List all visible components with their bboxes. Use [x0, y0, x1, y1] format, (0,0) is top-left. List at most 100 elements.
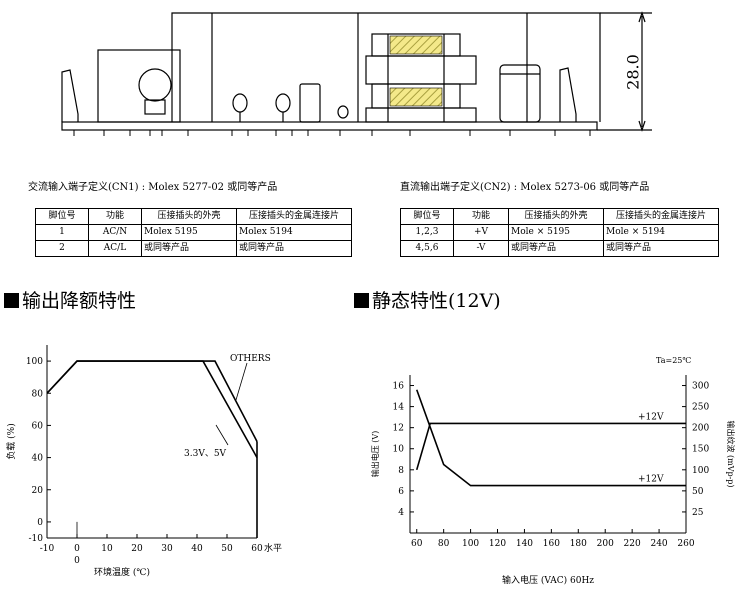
table-cell: 1,2,3 [400, 224, 454, 241]
cn1-header-function: 功能 [88, 208, 142, 225]
x-tick-label: 40 [191, 544, 203, 554]
y-right-tick-label: 300 [692, 382, 709, 392]
y-axis-title: 负载 (%) [5, 423, 17, 459]
y-right-tick-label: 50 [692, 487, 704, 497]
section-static-heading: 静态特性(12V) [354, 292, 501, 311]
table-cell: Molex 5194 [236, 224, 352, 241]
y-tick-label: 20 [32, 486, 44, 496]
cn2-header-housing: 压接插头的外壳 [508, 208, 604, 225]
x-tick-label: 240 [650, 539, 667, 549]
x-zero-label: 0 [74, 556, 80, 566]
annotation-3v3-5v: 3.3V、5V [184, 449, 227, 459]
y-axis-title: 输出电压 (V) [370, 431, 380, 478]
x-tick-label: 60 [411, 539, 423, 549]
table-cell: 4,5,6 [400, 240, 454, 257]
table-cell: AC/L [88, 240, 142, 257]
table-cell: 2 [35, 240, 89, 257]
y-right-tick-label: 200 [692, 424, 709, 434]
cn2-caption: 直流输出端子定义(CN2) : Molex 5273-06 或同等产品 [400, 182, 650, 193]
table-cell: 或同等产品 [236, 240, 352, 257]
y-axis-right-title: 输出纹波 (mVp-p) [726, 420, 736, 487]
y-right-tick-label: 25 [692, 508, 704, 518]
y-tick-label: 100 [26, 357, 43, 367]
x-tick-label: 30 [161, 544, 173, 554]
series-line-2 [415, 389, 686, 487]
table-cell: -V [453, 240, 509, 257]
series-label-bottom: +12V [638, 475, 664, 485]
y-tick-label: 0 [37, 518, 43, 528]
annotation-leader [215, 424, 229, 446]
x-tick-label: 180 [570, 539, 587, 549]
y-tick-label: 80 [32, 389, 44, 399]
y-right-tick-label: 250 [692, 403, 709, 413]
cn2-table: 脚位号 功能 压接插头的外壳 压接插头的金属连接片 1,2,3 +V Mole … [400, 208, 719, 257]
left-bracket [61, 69, 79, 122]
cn2-header-pin: 脚位号 [400, 208, 454, 225]
table-cell: Mole × 5194 [603, 224, 719, 241]
x-tick-label: 140 [516, 539, 533, 549]
x-tick-label: 80 [438, 539, 450, 549]
y-tick-label: 10 [393, 445, 405, 455]
annotation-leader [235, 362, 248, 401]
section-derating-heading: 输出降额特性 [4, 292, 136, 311]
cn1-table: 脚位号 功能 压接插头的外壳 压接插头的金属连接片 1 AC/N Molex 5… [35, 208, 352, 257]
y-tick-label: -10 [29, 534, 44, 544]
square-bullet-icon [4, 293, 19, 308]
y-right-tick-label: 150 [692, 445, 709, 455]
x-axis-title: 环境温度 (℃) [94, 566, 150, 578]
y-tick-label: 14 [393, 403, 405, 413]
x-axis-title: 输入电压 (VAC) 60Hz [502, 574, 594, 586]
y-tick-label: 12 [393, 424, 404, 434]
static-characteristics-chart: 4 6 8 10 12 14 16 25 50 100 150 200 250 300 60 80 100 120… [370, 356, 736, 586]
pcb-board [61, 121, 598, 131]
table-cell: 或同等产品 [508, 240, 604, 257]
x-tick-label: 260 [677, 539, 694, 549]
y-right-tick-label: 100 [692, 466, 709, 476]
y-tick-label: 40 [32, 454, 44, 464]
square-bullet-icon [354, 293, 369, 308]
cn2-header-terminal: 压接插头的金属连接片 [603, 208, 719, 225]
chassis-outline [171, 12, 601, 122]
x-tick-label: 220 [624, 539, 641, 549]
y-tick-label: 8 [398, 466, 404, 476]
series-line-2 [46, 360, 258, 458]
table-cell: AC/N [88, 224, 142, 241]
table-cell: 或同等产品 [141, 240, 237, 257]
temperature-note: Ta=25℃ [656, 356, 691, 365]
cn2-header-function: 功能 [453, 208, 509, 225]
x-tick-label: 100 [462, 539, 479, 549]
annotation-others: OTHERS [230, 354, 271, 364]
x-tick-label: 160 [543, 539, 560, 549]
series-label-top: +12V [638, 412, 664, 422]
series-line-1 [415, 422, 686, 471]
y-tick-label: 4 [398, 508, 404, 518]
electrolytic-capacitor [499, 64, 541, 123]
table-cell: 或同等产品 [603, 240, 719, 257]
cn1-caption: 交流输入端子定义(CN1) : Molex 5277-02 或同等产品 [28, 182, 278, 193]
input-component-box [97, 49, 181, 123]
x-tick-label: 200 [597, 539, 614, 549]
x-tick-label: 60 [251, 544, 263, 554]
table-cell: Mole × 5195 [508, 224, 604, 241]
table-cell: +V [453, 224, 509, 241]
right-bracket [559, 67, 577, 122]
dimension-label: 28.0 [624, 54, 643, 90]
fuse-component [138, 68, 172, 102]
y-tick-label: 6 [398, 487, 404, 497]
x-tick-label: 120 [489, 539, 506, 549]
x-tick-label: 10 [101, 544, 113, 554]
table-cell: 1 [35, 224, 89, 241]
y-tick-label: 60 [32, 421, 44, 431]
x-tick-label: 50 [221, 544, 233, 554]
x-tick-label: 20 [131, 544, 143, 554]
y-tick-label: 16 [393, 382, 405, 392]
cn1-header-pin: 脚位号 [35, 208, 89, 225]
x-tick-label: -10 [40, 544, 55, 554]
table-cell: Molex 5195 [141, 224, 237, 241]
cn1-header-housing: 压接插头的外壳 [141, 208, 237, 225]
section-title: 输出降额特性 [22, 290, 137, 312]
cn1-header-terminal: 压接插头的金属连接片 [236, 208, 352, 225]
mechanical-side-view: 28.0 [61, 11, 652, 136]
section-title: 静态特性(12V) [372, 290, 501, 312]
x-tick-suffix: 水平 [264, 542, 282, 554]
